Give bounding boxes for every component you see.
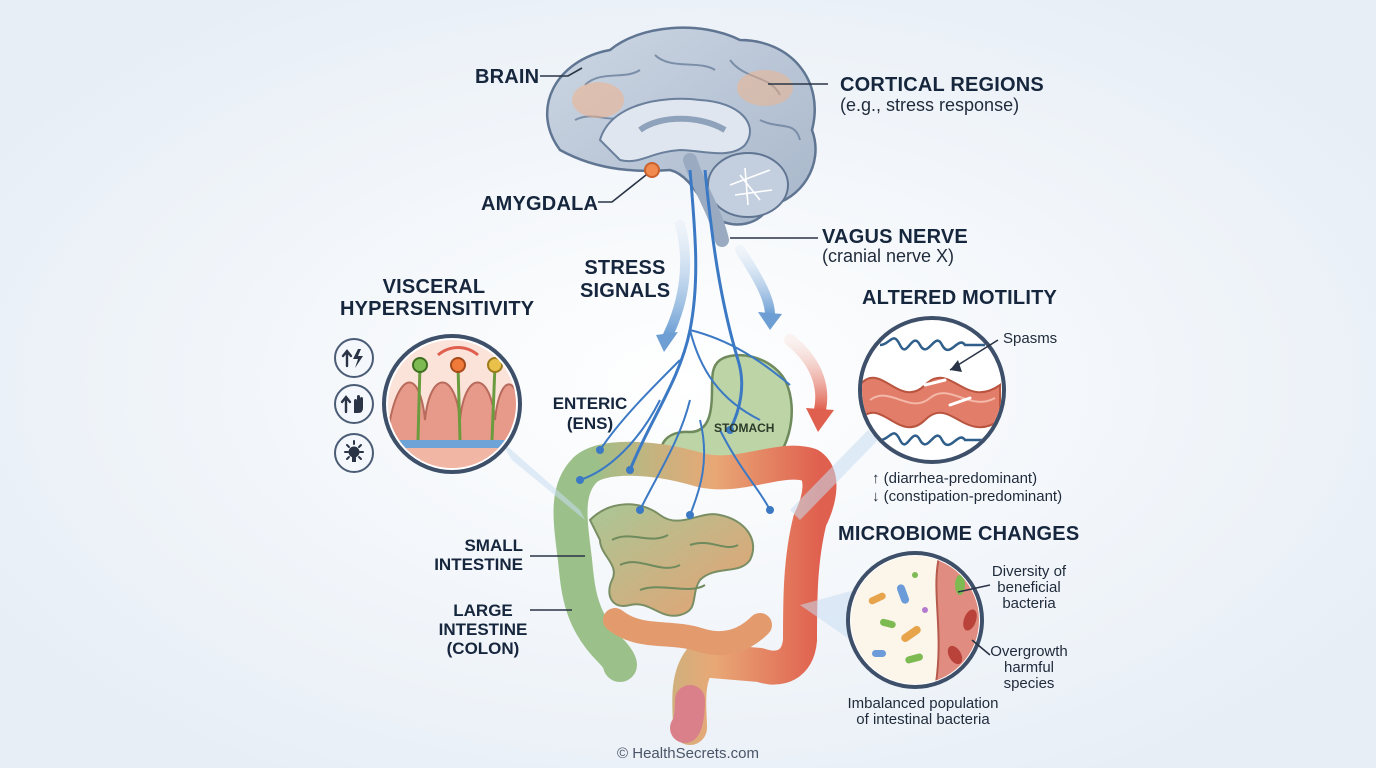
intestine-illustration <box>553 441 837 745</box>
small-intestine-label-line1: SMALL <box>464 536 523 555</box>
diarrhea-predominant-label: ↑ (diarrhea-predominant) <box>872 470 1038 487</box>
stress-signals-label-line2: SIGNALS <box>580 280 671 302</box>
vagus-nerve-subtitle: (cranial nerve X) <box>822 246 955 266</box>
cortical-regions-title: CORTICAL REGIONS <box>840 74 1044 96</box>
imbalance-label-line1: Imbalanced population <box>847 695 999 712</box>
brain-label: BRAIN <box>475 66 540 88</box>
leader-lines <box>530 67 999 656</box>
enteric-label-line2: (ENS) <box>566 414 614 433</box>
overgrowth-label-line3: species <box>1003 675 1055 692</box>
vagus-nerve-network <box>576 169 791 519</box>
spasms-label: Spasms <box>1003 330 1058 347</box>
overgrowth-label-line2: harmful <box>1003 659 1055 676</box>
spasms-arrowhead <box>950 360 962 372</box>
amygdala-label: AMYGDALA <box>481 193 599 215</box>
large-intestine-label-line2: INTESTINE <box>438 620 528 639</box>
small-intestine-label-line2: INTESTINE <box>434 555 523 574</box>
touch-sensitivity-icon <box>334 384 374 424</box>
copyright-text: © HealthSecrets.com <box>617 745 759 762</box>
brain-illustration <box>545 26 817 247</box>
diversity-label-line1: Diversity of <box>991 563 1067 580</box>
diversity-label-line2: beneficial <box>997 579 1061 596</box>
imbalance-label-line2: of intestinal bacteria <box>856 711 990 728</box>
visceral-hypersensitivity-magnifier <box>382 334 522 474</box>
constipation-predominant-label: ↓ (constipation-predominant) <box>872 488 1063 505</box>
microbiome-changes-title: MICROBIOME CHANGES <box>838 523 1080 545</box>
vagus-nerve-title: VAGUS NERVE <box>822 226 968 248</box>
stomach-label: STOMACH <box>714 421 775 435</box>
pain-signal-icon <box>334 338 374 378</box>
overgrowth-label-line1: Overgrowth <box>990 643 1068 660</box>
visceral-title-line2: HYPERSENSITIVITY <box>340 298 535 320</box>
stress-signal-arrows <box>656 220 834 432</box>
stress-signals-label-line1: STRESS <box>584 257 666 279</box>
visceral-title-line1: VISCERAL <box>382 276 486 298</box>
large-intestine-label-line3: (COLON) <box>446 639 520 658</box>
altered-motility-magnifier <box>858 316 1006 464</box>
cortical-regions-subtitle: (e.g., stress response) <box>840 95 1020 115</box>
alert-bulb-icon <box>334 433 374 473</box>
enteric-label-line1: ENTERIC <box>552 394 628 413</box>
large-intestine-label-line1: LARGE <box>453 601 513 620</box>
diversity-label-line3: bacteria <box>1002 595 1056 612</box>
altered-motility-title: ALTERED MOTILITY <box>862 287 1058 309</box>
